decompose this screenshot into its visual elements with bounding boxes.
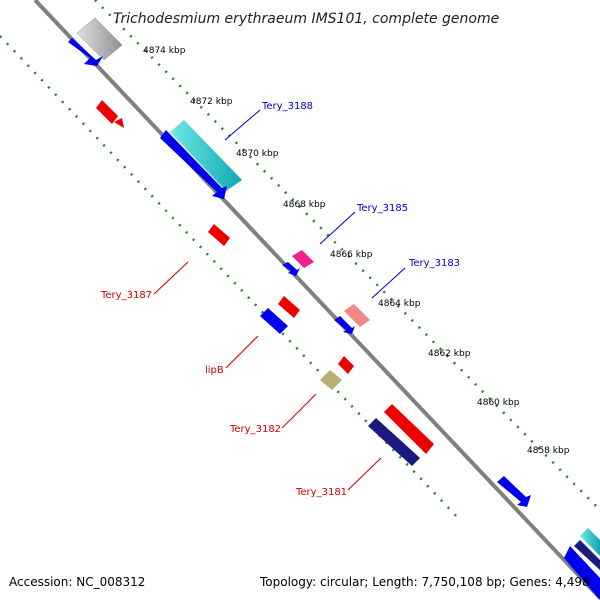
scale-label: 4866 kbp <box>330 250 373 260</box>
gene-label-tery-3187[interactable]: Tery_3187 <box>100 290 152 301</box>
genome-summary-text: Topology: circular; Length: 7,750,108 bp… <box>259 575 590 589</box>
gene-label-tery-3182[interactable]: Tery_3182 <box>229 424 281 435</box>
blue-gene[interactable] <box>160 130 227 199</box>
scale-label: 4862 kbp <box>428 349 471 359</box>
gene-label-tery-3188[interactable]: Tery_3188 <box>261 101 313 112</box>
scale-label: 4858 kbp <box>527 446 570 456</box>
map-title: Trichodesmium erythraeum IMS101, complet… <box>113 11 499 27</box>
navy-gene[interactable] <box>368 418 420 466</box>
red-gene[interactable] <box>208 224 230 246</box>
blue-gene[interactable] <box>564 546 600 600</box>
magenta-gene[interactable] <box>292 250 314 268</box>
red-gene[interactable] <box>96 100 124 128</box>
scale-label: 4874 kbp <box>143 46 186 56</box>
pink-gene[interactable] <box>344 304 370 327</box>
red-gene[interactable] <box>384 404 434 454</box>
gene-label-tery-3183[interactable]: Tery_3183 <box>408 258 460 269</box>
blue-gene[interactable] <box>497 476 531 507</box>
red-gene[interactable] <box>338 356 354 374</box>
scale-label: 4860 kbp <box>477 398 520 408</box>
genome-backbone <box>33 0 600 600</box>
red-gene[interactable] <box>278 296 300 318</box>
cyan-gene[interactable] <box>580 528 600 556</box>
gray-gene[interactable] <box>76 17 123 61</box>
olive-gene[interactable] <box>320 370 342 390</box>
navy-gene[interactable] <box>574 540 600 570</box>
blue-gene[interactable] <box>68 38 103 66</box>
scale-label: 4868 kbp <box>283 200 326 210</box>
scale-label: 4870 kbp <box>236 149 279 159</box>
gene-label-tery-3181[interactable]: Tery_3181 <box>295 487 347 498</box>
blue-gene[interactable] <box>282 262 300 276</box>
cyan-gene[interactable] <box>170 120 242 191</box>
scale-labels: 4874 kbp 4872 kbp 4870 kbp 4868 kbp 4866… <box>143 46 570 456</box>
accession-text: Accession: NC_008312 <box>9 575 145 589</box>
gene-label-lipb[interactable]: lipB <box>205 365 224 376</box>
scale-ticks-lower <box>0 35 461 521</box>
scale-label: 4872 kbp <box>190 97 233 107</box>
leader-lines <box>153 109 406 491</box>
scale-label: 4864 kbp <box>378 299 421 309</box>
blue-gene[interactable] <box>260 308 288 334</box>
blue-gene[interactable] <box>334 316 355 334</box>
gene-label-tery-3185[interactable]: Tery_3185 <box>356 203 408 214</box>
